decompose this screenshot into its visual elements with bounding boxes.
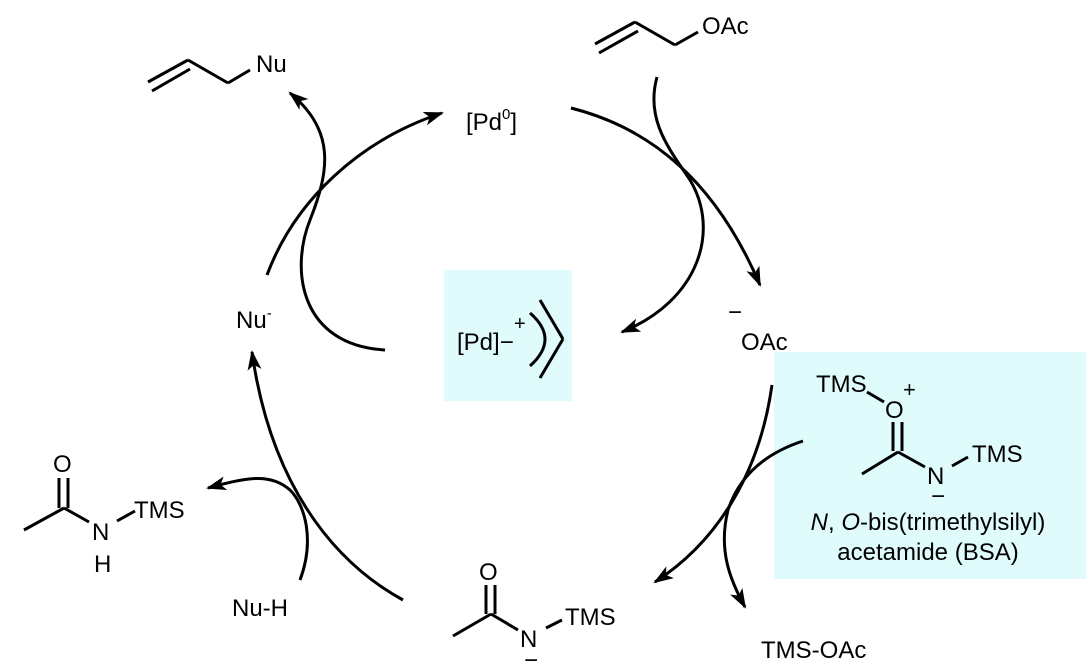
amide-anion-nitrogen: N <box>520 626 537 653</box>
allyl-nu-label: Nu <box>256 51 287 78</box>
amide-nh-tms: TMS <box>134 497 185 524</box>
amide-nh-hydrogen: H <box>94 551 111 578</box>
amide-anion: O N TMS − <box>452 559 616 671</box>
arrow-acetate-to-amide-anion <box>653 384 774 584</box>
bsa-n-tms: TMS <box>972 441 1023 468</box>
arrow-bsa-to-tmsoac <box>722 439 804 609</box>
bsa-n-charge: − <box>931 483 945 510</box>
bsa-oxygen: O <box>885 397 904 424</box>
arrow-nu-anion-to-pd0 <box>265 111 444 276</box>
allyl-acetate-label: OAc <box>702 13 749 40</box>
arrow-nuh-to-amide-nh <box>206 476 309 581</box>
acetate-label: OAc <box>741 329 788 356</box>
pd0-label: [Pd0] <box>466 106 517 136</box>
bsa-name-line1: N, O-bis(trimethylsilyl) <box>811 509 1046 536</box>
amide-anion-charge: − <box>524 647 538 671</box>
nu-anion-label: Nu- <box>236 305 272 334</box>
bsa-structure: TMS O + N TMS − N, O-bis(trimethylsilyl)… <box>811 371 1046 566</box>
bsa-highlight <box>774 352 1086 579</box>
amide-anion-tms: TMS <box>565 604 616 631</box>
allyl-acetate: OAc <box>594 13 749 55</box>
bsa-o-tms: TMS <box>816 371 867 398</box>
arrow-allylacetate-to-piallyl <box>620 76 705 334</box>
arrow-pd0-to-acetate <box>570 106 762 287</box>
pi-allyl-charge: + <box>514 313 526 335</box>
bsa-nitrogen: N <box>927 463 944 490</box>
pi-allyl-pd-complex: + [Pd]− <box>457 299 565 379</box>
amide-nh-nitrogen: N <box>92 519 109 546</box>
pi-allyl-highlight <box>444 270 572 401</box>
pi-allyl-label: [Pd]− <box>457 329 514 356</box>
acetate-charge: − <box>728 299 742 326</box>
bsa-o-charge: + <box>903 377 916 402</box>
bsa-name-line2: acetamide (BSA) <box>837 539 1018 566</box>
arrow-amide-to-nu-anion <box>247 350 404 602</box>
amide-nh-oxygen: O <box>53 451 72 478</box>
nu-h-label: Nu-H <box>232 595 288 622</box>
arrow-piallyl-to-allylnu <box>288 91 386 352</box>
tms-oac-label: TMS-OAc <box>761 637 866 664</box>
allyl-nu-product: Nu <box>147 51 287 93</box>
acetate-anion: − OAc <box>728 299 788 356</box>
amide-anion-oxygen: O <box>479 559 498 586</box>
n-tms-acetamide: O N TMS H <box>23 451 185 578</box>
